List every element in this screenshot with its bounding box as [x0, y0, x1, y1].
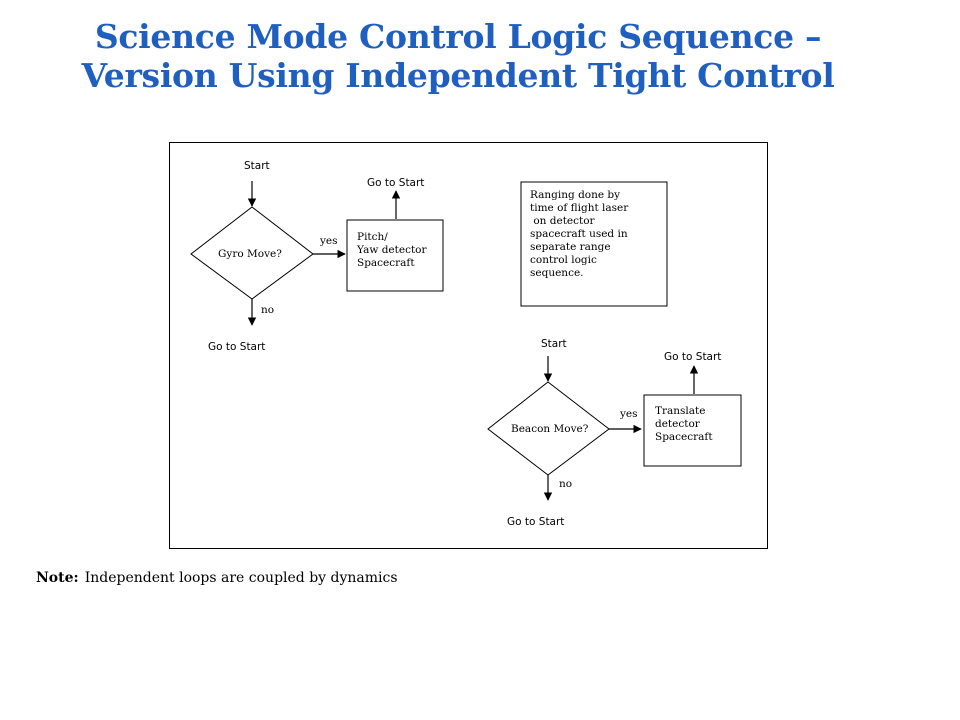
footnote-label: Note:: [36, 570, 79, 586]
translate-box: [643, 394, 742, 467]
translate-box-text: Translate detector Spacecraft: [655, 405, 713, 443]
gyro-decision-label: Gyro Move?: [218, 248, 282, 260]
beacon-decision-label: Beacon Move?: [511, 423, 589, 435]
pitch-yaw-box: [346, 219, 444, 292]
gyro-no-goto-label: Go to Start: [208, 341, 266, 353]
gyro-yes-label: yes: [320, 235, 338, 247]
ranging-note-text: Ranging done by time of flight laser on …: [530, 189, 629, 279]
slide-title-line-1: Science Mode Control Logic Sequence –: [94, 17, 822, 56]
footnote: Note: Independent loops are coupled by dy…: [36, 570, 398, 586]
diagram-frame: [169, 142, 768, 549]
footnote-text: Independent loops are coupled by dynamic…: [84, 570, 398, 586]
pitch-yaw-goto-label: Go to Start: [367, 177, 425, 189]
gyro-no-label: no: [261, 304, 275, 316]
slide-title-line-2: Version Using Independent Tight Control: [81, 56, 835, 95]
beacon-start-label: Start: [541, 338, 567, 350]
beacon-no-label: no: [559, 478, 573, 490]
pitch-yaw-box-text: Pitch/ Yaw detector Spacecraft: [357, 231, 427, 269]
gyro-start-label: Start: [244, 160, 270, 172]
beacon-no-goto-label: Go to Start: [507, 516, 565, 528]
translate-goto-label: Go to Start: [664, 351, 722, 363]
ranging-note-box: [520, 181, 668, 307]
beacon-yes-label: yes: [620, 408, 638, 420]
